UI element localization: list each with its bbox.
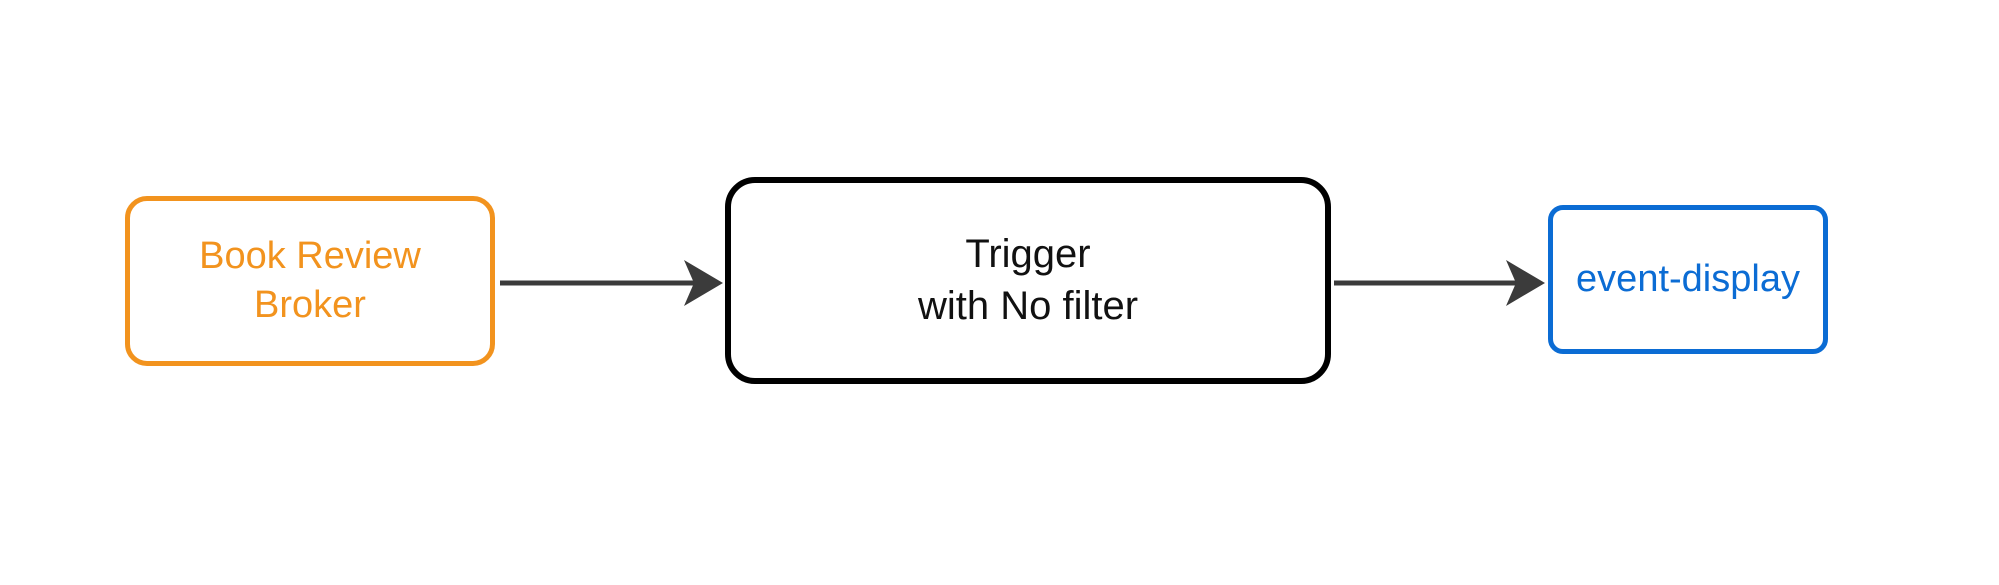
node-book-review-broker[interactable]: Book Review Broker xyxy=(125,196,495,366)
node-book-review-broker-label: Book Review Broker xyxy=(199,235,421,326)
node-trigger-label: Trigger with No filter xyxy=(917,232,1139,328)
edge-source-to-trigger-arrowhead xyxy=(684,260,723,306)
node-trigger[interactable]: Trigger with No filter xyxy=(725,177,1331,384)
edge-trigger-to-sink-arrowhead xyxy=(1506,260,1545,306)
edge-source-to-trigger xyxy=(500,260,723,306)
edge-trigger-to-sink xyxy=(1334,260,1545,306)
node-event-display[interactable]: event-display xyxy=(1548,205,1828,354)
node-event-display-label: event-display xyxy=(1576,258,1800,301)
